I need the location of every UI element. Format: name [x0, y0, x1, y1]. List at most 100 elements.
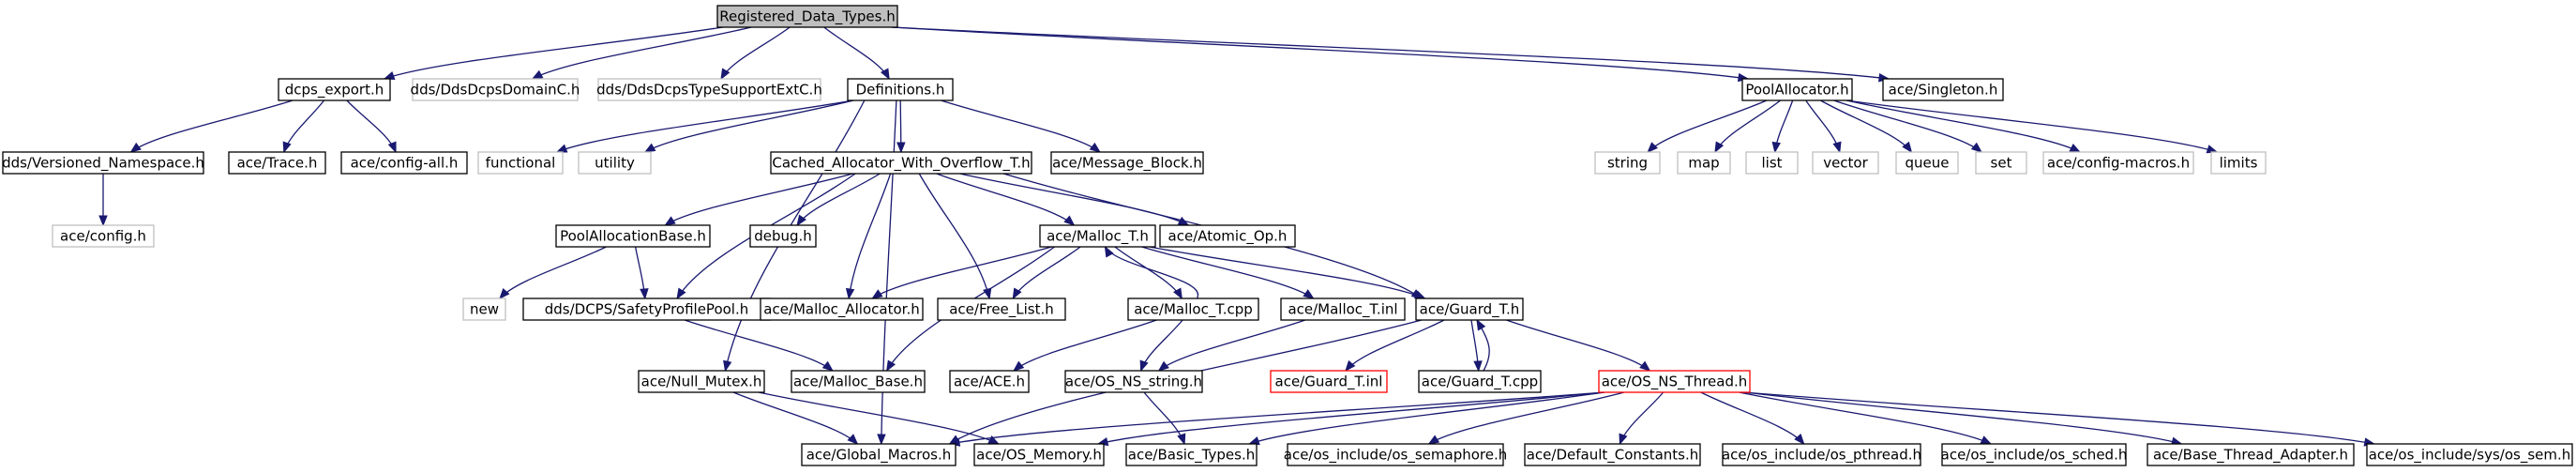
- node-msgblock[interactable]: ace/Message_Block.h: [1050, 151, 1204, 175]
- node-dcps_export[interactable]: dcps_export.h: [278, 78, 391, 101]
- node-label: ace/os_include/sys/os_sem.h: [2369, 447, 2571, 465]
- node-debug[interactable]: debug.h: [749, 224, 817, 248]
- edge-arrowhead: [499, 287, 510, 300]
- node-box: [1270, 370, 1388, 393]
- node-label: ace/ACE.h: [954, 374, 1025, 390]
- node-ossched[interactable]: ace/os_include/os_sched.h: [1941, 443, 2128, 466]
- node-box: [578, 151, 652, 175]
- edge-osnsthread-to-ossemaphore: [1427, 391, 1625, 445]
- node-syssem[interactable]: ace/os_include/sys/os_sem.h: [2366, 443, 2573, 466]
- edge-line: [1506, 319, 1650, 372]
- node-configall[interactable]: ace/config-all.h: [340, 151, 468, 175]
- edge-arrowhead: [1832, 141, 1842, 154]
- node-mallocalloc[interactable]: ace/Malloc_Allocator.h: [760, 298, 924, 321]
- node-osnsstring[interactable]: ace/OS_NS_string.h: [1064, 370, 1203, 393]
- node-box: [749, 224, 817, 248]
- node-freelist[interactable]: ace/Free_List.h: [937, 298, 1066, 321]
- node-trace[interactable]: ace/Trace.h: [228, 151, 326, 175]
- edge-safety-to-mallocbase: [684, 319, 834, 372]
- node-box: [1812, 151, 1879, 175]
- node-ospthread[interactable]: ace/os_include/os_pthread.h: [1722, 443, 1921, 466]
- node-box: [1677, 151, 1731, 175]
- node-root[interactable]: Registered_Data_Types.h: [716, 5, 898, 28]
- node-guardTcpp[interactable]: ace/Guard_T.cpp: [1418, 370, 1542, 393]
- node-singleton[interactable]: ace/Singleton.h: [1882, 78, 2004, 101]
- node-label: string: [1607, 155, 1648, 172]
- edge-mallocTcpp-to-aceh: [1013, 319, 1157, 372]
- edge-arrowhead: [1173, 287, 1183, 300]
- node-nullmutex[interactable]: ace/Null_Mutex.h: [638, 370, 765, 393]
- edge-arrowhead: [1980, 435, 1993, 445]
- edge-line: [384, 26, 724, 80]
- node-atomic[interactable]: ace/Atomic_Op.h: [1159, 224, 1296, 248]
- node-mallocbase[interactable]: ace/Malloc_Base.h: [791, 370, 926, 393]
- edge-line: [1845, 99, 2081, 153]
- node-safety[interactable]: dds/DCPS/SafetyProfilePool.h: [522, 298, 771, 321]
- edge-definitions-to-functional: [555, 99, 854, 153]
- edge-line: [891, 26, 1749, 80]
- node-box: [1598, 370, 1751, 393]
- node-guardT[interactable]: ace/Guard_T.h: [1415, 298, 1524, 321]
- node-guardTinl[interactable]: ace/Guard_T.inl: [1270, 370, 1388, 393]
- node-label: new: [470, 301, 499, 318]
- node-versioned[interactable]: dds/Versioned_Namespace.h: [2, 151, 204, 175]
- edge-line: [720, 26, 791, 80]
- node-label: functional: [486, 155, 556, 172]
- edge-arrowhead: [1476, 318, 1486, 331]
- edge-arrowhead: [1473, 360, 1483, 373]
- node-label: ace/Basic_Types.h: [1128, 447, 1255, 465]
- node-cached[interactable]: Cached_Allocator_With_Overflow_T.h: [770, 151, 1032, 175]
- node-aceh[interactable]: ace/ACE.h: [949, 370, 1030, 393]
- node-mallocT[interactable]: ace/Malloc_T.h: [1039, 224, 1156, 248]
- edge-cached-to-mallocalloc: [845, 173, 892, 300]
- node-basethread[interactable]: ace/Base_Thread_Adapter.h: [2147, 443, 2355, 466]
- node-osmemory[interactable]: ace/OS_Memory.h: [973, 443, 1105, 466]
- node-label: ace/os_include/os_sched.h: [1941, 447, 2128, 465]
- node-label: Definitions.h: [856, 82, 945, 99]
- node-label: ace/Malloc_Allocator.h: [763, 301, 919, 319]
- edge-line: [130, 99, 294, 153]
- node-globalmacros[interactable]: ace/Global_Macros.h: [801, 443, 957, 466]
- node-osnsthread[interactable]: ace/OS_NS_Thread.h: [1598, 370, 1751, 393]
- node-ossemaphore[interactable]: ace/os_include/os_semaphore.h: [1284, 443, 1508, 466]
- node-defconst[interactable]: ace/Default_Constants.h: [1524, 443, 1701, 466]
- node-box: [1524, 443, 1701, 466]
- node-basictypes[interactable]: ace/Basic_Types.h: [1125, 443, 1258, 466]
- edge-osnsthread-to-osmemory: [1096, 391, 1605, 447]
- node-map: map: [1677, 151, 1731, 175]
- node-label: ace/Atomic_Op.h: [1168, 228, 1288, 246]
- node-label: ace/Guard_T.h: [1420, 301, 1520, 319]
- node-poolalloc[interactable]: PoolAllocator.h: [1741, 78, 1853, 101]
- edge-arrowhead: [885, 359, 896, 373]
- edge-arrowhead: [1139, 359, 1149, 373]
- node-queue: queue: [1895, 151, 1959, 175]
- node-mallocTinl[interactable]: ace/Malloc_T.inl: [1280, 298, 1406, 321]
- edge-arrowhead: [1063, 215, 1076, 226]
- edge-line: [1141, 246, 1314, 299]
- edge-line: [949, 391, 1605, 445]
- node-poolbase[interactable]: PoolAllocationBase.h: [555, 224, 711, 248]
- node-label: ace/Null_Mutex.h: [641, 374, 762, 391]
- edge-root-to-dcps_export: [383, 26, 724, 80]
- node-mallocTcpp[interactable]: ace/Malloc_T.cpp: [1127, 298, 1259, 321]
- node-label: PoolAllocator.h: [1745, 82, 1848, 99]
- node-definitions[interactable]: Definitions.h: [847, 78, 954, 101]
- edge-arrowhead: [676, 287, 686, 300]
- node-box: [937, 298, 1066, 321]
- edge-line: [644, 99, 854, 153]
- node-label: ace/OS_Memory.h: [976, 447, 1102, 465]
- edge-osnsthread-to-basictypes: [1248, 391, 1605, 446]
- edge-mallocTcpp-to-osnsstring: [1139, 319, 1183, 373]
- edge-line: [732, 391, 858, 445]
- edge-mallocT-to-mallocalloc: [871, 246, 1052, 299]
- edge-arrowhead: [531, 69, 544, 80]
- edge-osnsthread-to-syssem: [1743, 391, 2376, 447]
- node-box: [462, 298, 506, 321]
- node-limits: limits: [2210, 151, 2267, 175]
- edge-line: [1158, 319, 1306, 372]
- edge-arrowhead: [877, 434, 886, 446]
- edge-arrowhead: [1647, 142, 1658, 153]
- node-label: ace/Free_List.h: [949, 301, 1054, 319]
- node-box: [597, 78, 821, 101]
- node-box: [1745, 151, 1799, 175]
